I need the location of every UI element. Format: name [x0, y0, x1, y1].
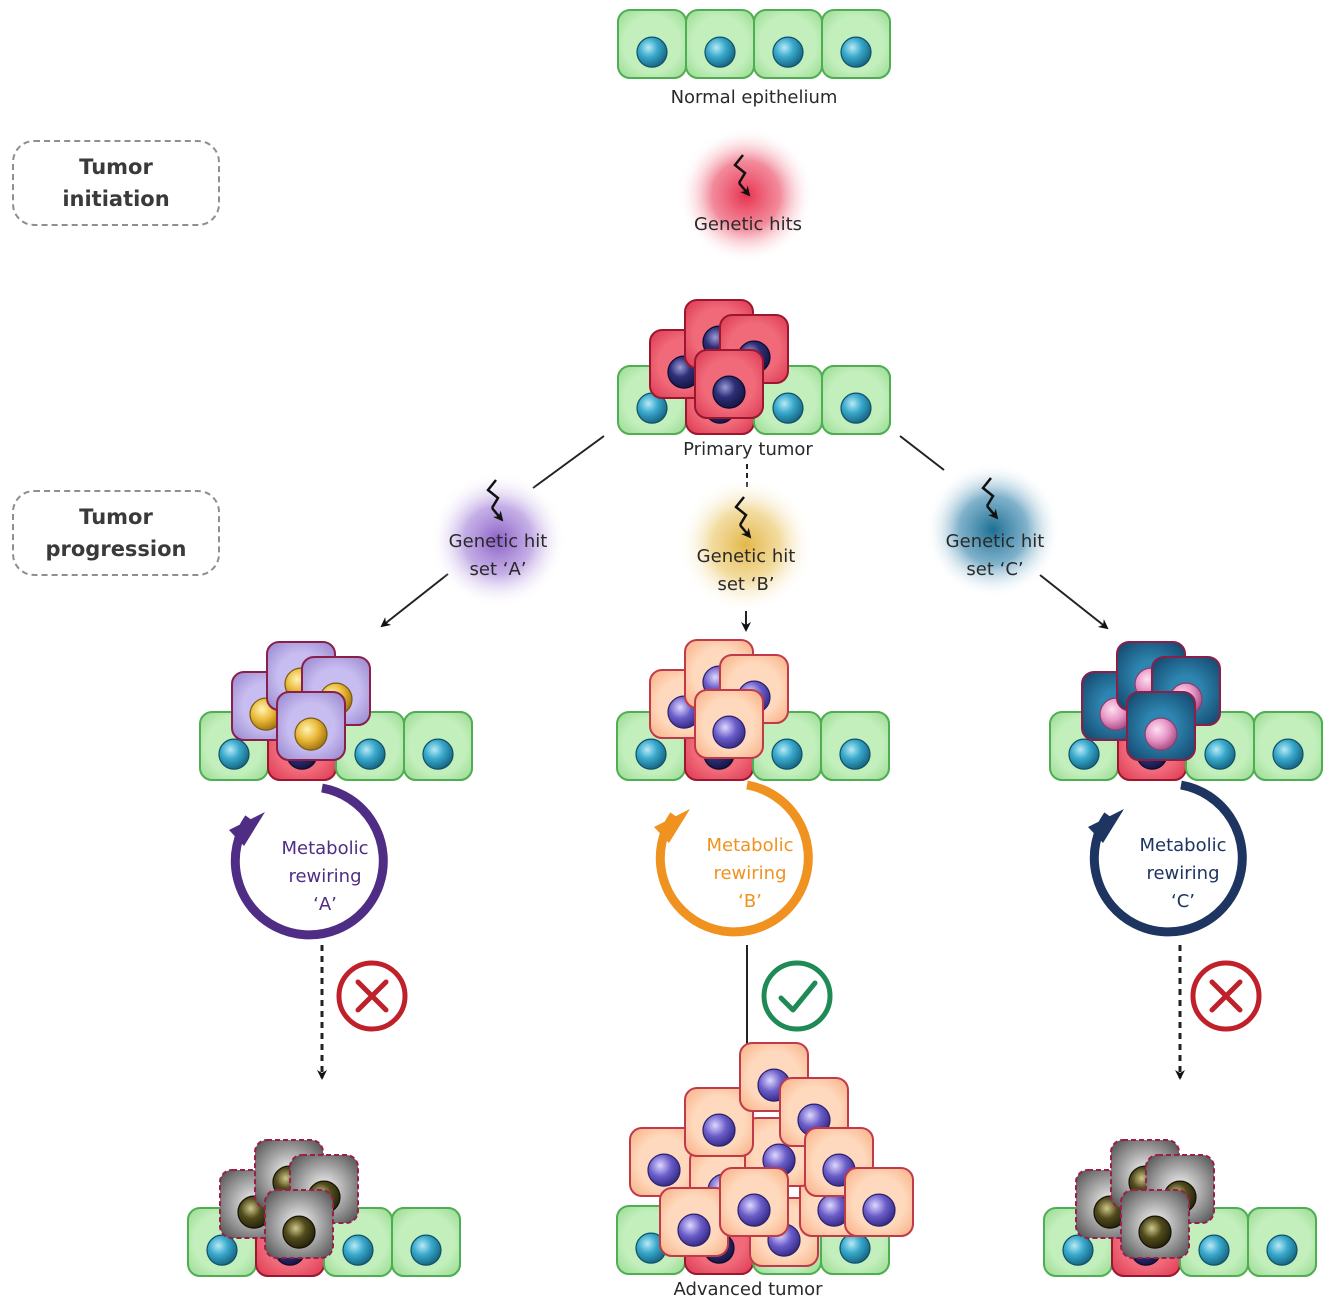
tumor-cell	[694, 349, 764, 419]
clone-b-cell	[719, 1167, 789, 1237]
normal-epithelium	[617, 9, 891, 79]
normal-cell	[753, 9, 823, 79]
lightning-arrow-icon	[734, 496, 752, 539]
rewiring-cycle-b: Metabolic rewiring ‘B’	[654, 780, 813, 937]
normal-cell	[821, 365, 891, 435]
genetic-hit-a-glow	[430, 472, 566, 608]
primary-tumor	[617, 299, 891, 435]
clone-a-tumor	[199, 641, 473, 781]
arrow-to-clone-c	[1039, 574, 1109, 630]
rewiring-a-line2: rewiring	[288, 866, 361, 887]
genetic-hits-glow	[678, 127, 814, 263]
x-circle-icon	[1190, 960, 1262, 1032]
rewiring-a-line3: ‘A’	[313, 894, 337, 915]
stage-label-initiation: Tumor initiation	[12, 140, 220, 226]
clone-b-tumor	[616, 639, 890, 781]
rewiring-cycle-a: Metabolic rewiring ‘A’	[229, 783, 388, 940]
rewiring-b-line1: Metabolic	[706, 835, 793, 856]
genetic-hits-label: Genetic hits	[694, 214, 802, 235]
normal-cell	[617, 9, 687, 79]
rewiring-cycle-b-arc	[655, 780, 813, 937]
regressed-tumor-c	[1043, 1139, 1317, 1277]
normal-epithelium-label: Normal epithelium	[671, 87, 838, 108]
clone-b-cell	[659, 1187, 729, 1257]
genetic-hit-c-line1: Genetic hit	[946, 531, 1045, 552]
rewiring-a-line1: Metabolic	[281, 838, 368, 859]
genetic-hit-a-line2: set ‘A’	[470, 559, 527, 580]
genetic-hit-c-line2: set ‘C’	[966, 559, 1023, 580]
genetic-hit-b-line2: set ‘B’	[717, 574, 774, 595]
clone-b-cell	[844, 1167, 914, 1237]
clone-b-cell	[684, 1087, 754, 1157]
normal-cell	[1179, 1207, 1249, 1277]
arrow-to-clone-a	[380, 573, 449, 628]
rewiring-cycle-b-arrowhead	[654, 809, 690, 843]
rewiring-c-line3: ‘C’	[1171, 891, 1195, 912]
clone-c-cell	[1126, 691, 1196, 761]
connector-primary-to-a	[532, 435, 605, 489]
normal-cell	[403, 711, 473, 781]
clone-b-cell	[629, 1127, 699, 1197]
genetic-hit-b-glow	[678, 477, 814, 613]
advanced-tumor	[616, 1042, 914, 1275]
genetic-hits: Genetic hits Genetic hit set ‘A’ Genetic…	[430, 127, 1061, 613]
cell-groups	[187, 9, 1323, 1277]
rewiring-cycle-c: Metabolic rewiring ‘C’	[1088, 780, 1247, 937]
lightning-arrow-icon	[981, 477, 999, 520]
rewiring-cycle-a-arrowhead	[229, 812, 265, 846]
normal-cell	[685, 9, 755, 79]
normal-cell	[616, 711, 686, 781]
normal-cell	[820, 711, 890, 781]
genetic-hit-a-line1: Genetic hit	[449, 531, 548, 552]
x-circle-icon	[336, 960, 408, 1032]
clone-c-tumor	[1049, 641, 1323, 781]
normal-cell	[821, 9, 891, 79]
normal-cell	[1247, 1207, 1317, 1277]
connector-primary-to-c	[899, 435, 945, 471]
dead-cell	[1120, 1189, 1190, 1259]
lightning-arrow-icon	[733, 154, 751, 197]
rewiring-c-line2: rewiring	[1146, 863, 1219, 884]
primary-tumor-label: Primary tumor	[683, 439, 813, 460]
clone-b-cell	[694, 689, 764, 759]
genetic-hit-c-glow	[925, 462, 1061, 598]
normal-cell	[391, 1207, 461, 1277]
advanced-tumor-label: Advanced tumor	[673, 1279, 823, 1298]
lightning-arrow-icon	[486, 479, 504, 522]
clone-a-cell	[276, 691, 346, 761]
dead-cell	[264, 1189, 334, 1259]
genetic-hit-b-line1: Genetic hit	[697, 546, 796, 567]
regressed-tumor-a	[187, 1139, 461, 1277]
checkmark-circle-icon	[761, 960, 833, 1032]
rewiring-cycle-c-arc	[1089, 780, 1247, 937]
rewiring-c-line1: Metabolic	[1139, 835, 1226, 856]
stage-label-progression: Tumor progression	[12, 490, 220, 576]
rewiring-cycle-c-arrowhead	[1088, 809, 1124, 843]
rewiring-b-line3: ‘B’	[738, 891, 762, 912]
rewiring-cycle-a-arc	[230, 783, 388, 940]
rewiring-b-line2: rewiring	[713, 863, 786, 884]
normal-cell	[1253, 711, 1323, 781]
